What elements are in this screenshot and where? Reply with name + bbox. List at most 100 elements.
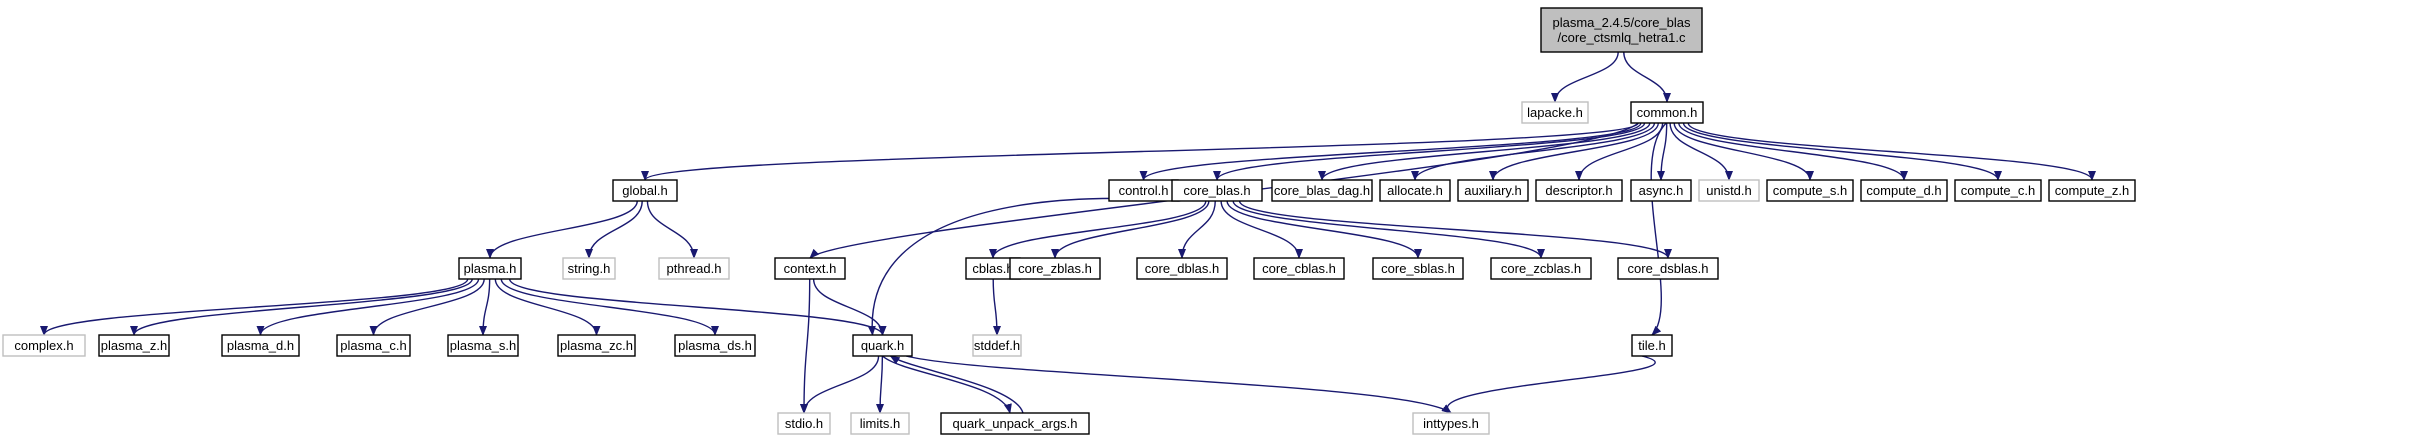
node-context[interactable]: context.h xyxy=(774,257,846,280)
node-label: core_zcblas.h xyxy=(1501,261,1581,276)
node-pthread: pthread.h xyxy=(658,257,730,280)
node-label: cblas.h xyxy=(972,261,1013,276)
edge-core_blas-to-core_cblas xyxy=(1220,200,1303,259)
edge-plasma-to-quark xyxy=(508,278,887,336)
node-stddef: stddef.h xyxy=(972,334,1022,357)
node-string: string.h xyxy=(562,257,616,280)
node-label: descriptor.h xyxy=(1545,183,1612,198)
node-label: pthread.h xyxy=(667,261,722,276)
node-label: /core_ctsmlq_hetra1.c xyxy=(1558,30,1686,45)
edge-context-to-stdio xyxy=(800,278,811,414)
node-global[interactable]: global.h xyxy=(612,179,678,202)
node-core-blas[interactable]: core_blas.h xyxy=(1171,179,1263,202)
edge-core_blas-to-core_zcblas xyxy=(1232,200,1545,259)
node-quark[interactable]: quark.h xyxy=(852,334,913,357)
edge-plasma-to-plasma_zc xyxy=(494,278,601,336)
node-compute-z[interactable]: compute_z.h xyxy=(2048,179,2136,202)
edge-core_blas-to-core_sblas xyxy=(1226,200,1422,259)
node-core-zblas[interactable]: core_zblas.h xyxy=(1009,257,1101,280)
edge-common-to-compute_z xyxy=(1687,122,2096,181)
edge-common-to-async xyxy=(1657,122,1668,181)
node-control[interactable]: control.h xyxy=(1108,179,1179,202)
node-label: context.h xyxy=(784,261,837,276)
node-async[interactable]: async.h xyxy=(1630,179,1692,202)
edge-core_blas-to-core_zblas xyxy=(1051,200,1210,259)
edge-quark-to-quark_unpack_args xyxy=(882,355,1012,414)
edge-common-to-core_blas_dag xyxy=(1318,122,1651,181)
node-label: plasma_s.h xyxy=(450,338,516,353)
edge-tile-to-inttypes xyxy=(1441,355,1656,414)
node-compute-c[interactable]: compute_c.h xyxy=(1954,179,2042,202)
node-label: tile.h xyxy=(1638,338,1665,353)
node-label: compute_z.h xyxy=(2055,183,2129,198)
node-label: core_sblas.h xyxy=(1381,261,1455,276)
node-cblas[interactable]: cblas.h xyxy=(965,257,1021,280)
node-plasma-d[interactable]: plasma_d.h xyxy=(221,334,300,357)
node-compute-s[interactable]: compute_s.h xyxy=(1766,179,1854,202)
node-quark-unpack-args[interactable]: quark_unpack_args.h xyxy=(940,412,1090,435)
node-label: quark_unpack_args.h xyxy=(952,416,1077,431)
node-plasma-z[interactable]: plasma_z.h xyxy=(98,334,170,357)
node-label: plasma_2.4.5/core_blas xyxy=(1552,15,1691,30)
node-label: string.h xyxy=(568,261,611,276)
edge-common-to-auxiliary xyxy=(1489,122,1659,181)
node-core-cblas[interactable]: core_cblas.h xyxy=(1253,257,1345,280)
node-label: plasma.h xyxy=(464,261,517,276)
edge-common-to-compute_s xyxy=(1673,122,1814,181)
edge-cblas-to-stddef xyxy=(992,278,1001,336)
node-label: limits.h xyxy=(860,416,900,431)
edge-plasma-to-complex xyxy=(40,278,469,336)
node-core-dsblas[interactable]: core_dsblas.h xyxy=(1617,257,1719,280)
node-descriptor[interactable]: descriptor.h xyxy=(1535,179,1623,202)
edge-plasma-to-plasma_s xyxy=(479,278,491,336)
node-plasma-zc[interactable]: plasma_zc.h xyxy=(557,334,636,357)
node-label: core_dblas.h xyxy=(1145,261,1219,276)
node-plasma[interactable]: plasma.h xyxy=(458,257,522,280)
edge-global-to-pthread xyxy=(646,200,698,259)
node-allocate[interactable]: allocate.h xyxy=(1379,179,1451,202)
node-common[interactable]: common.h xyxy=(1630,101,1704,124)
edge-core_blas-to-core_dsblas xyxy=(1238,200,1672,259)
node-inttypes: inttypes.h xyxy=(1412,412,1490,435)
node-label: stdio.h xyxy=(785,416,823,431)
node-core-blas-dag[interactable]: core_blas_dag.h xyxy=(1271,179,1373,202)
node-auxiliary[interactable]: auxiliary.h xyxy=(1457,179,1529,202)
edge-common-to-unistd xyxy=(1669,122,1733,181)
node-stdio: stdio.h xyxy=(777,412,831,435)
edge-quark-to-stdio xyxy=(800,355,880,414)
node-label: plasma_ds.h xyxy=(678,338,752,353)
edge-common-to-global xyxy=(641,122,1639,181)
node-plasma-s[interactable]: plasma_s.h xyxy=(447,334,519,357)
node-label: core_blas.h xyxy=(1183,183,1250,198)
edge-root-to-common xyxy=(1623,51,1671,103)
node-label: lapacke.h xyxy=(1527,105,1583,120)
node-root[interactable]: plasma_2.4.5/core_blas/core_ctsmlq_hetra… xyxy=(1540,7,1703,53)
edge-common-to-compute_d xyxy=(1678,122,1908,181)
node-label: unistd.h xyxy=(1706,183,1752,198)
node-label: compute_c.h xyxy=(1961,183,2035,198)
edge-root-to-lapacke xyxy=(1551,51,1619,103)
node-label: core_zblas.h xyxy=(1018,261,1092,276)
node-compute-d[interactable]: compute_d.h xyxy=(1860,179,1948,202)
node-label: compute_s.h xyxy=(1773,183,1847,198)
node-label: inttypes.h xyxy=(1423,416,1479,431)
node-plasma-ds[interactable]: plasma_ds.h xyxy=(674,334,756,357)
node-label: core_cblas.h xyxy=(1262,261,1336,276)
node-label: core_dsblas.h xyxy=(1628,261,1709,276)
edge-global-to-plasma xyxy=(486,200,638,259)
node-label: core_blas_dag.h xyxy=(1274,183,1370,198)
node-plasma-c[interactable]: plasma_c.h xyxy=(336,334,411,357)
edge-core_blas-to-core_dblas xyxy=(1178,200,1216,259)
node-label: global.h xyxy=(622,183,668,198)
node-label: async.h xyxy=(1639,183,1684,198)
node-tile[interactable]: tile.h xyxy=(1631,334,1673,357)
node-core-dblas[interactable]: core_dblas.h xyxy=(1136,257,1228,280)
edge-common-to-compute_c xyxy=(1682,122,2002,181)
node-label: quark.h xyxy=(861,338,904,353)
node-core-zcblas[interactable]: core_zcblas.h xyxy=(1490,257,1592,280)
node-core-sblas[interactable]: core_sblas.h xyxy=(1372,257,1464,280)
node-complex: complex.h xyxy=(2,334,86,357)
node-limits: limits.h xyxy=(850,412,910,435)
node-unistd: unistd.h xyxy=(1698,179,1760,202)
